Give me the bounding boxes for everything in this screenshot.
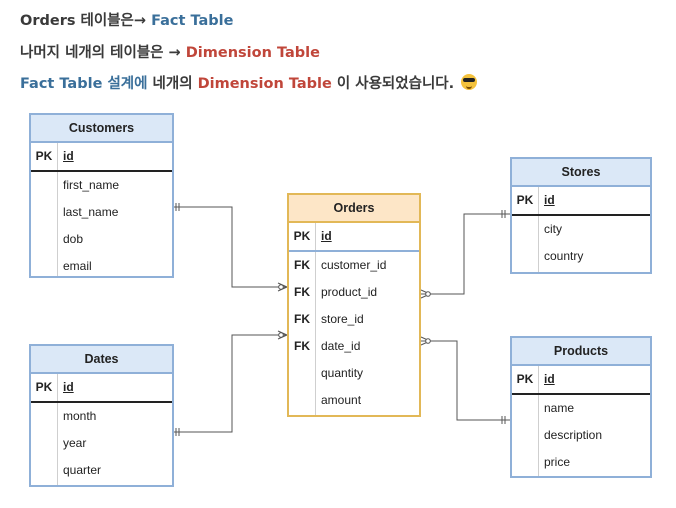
fk-label: FK <box>294 258 310 272</box>
field-row: amount <box>289 387 419 414</box>
field-id: id <box>544 193 555 207</box>
field-first-name: first_name <box>63 178 120 192</box>
fk-row: FK customer_id <box>289 252 419 279</box>
field-row: last_name <box>31 199 172 226</box>
fk-label: FK <box>294 312 310 326</box>
intro-line-3-end: 이 사용되었습니다. <box>331 76 460 92</box>
pk-row: PK id <box>512 187 650 216</box>
field-quantity: quantity <box>321 366 364 380</box>
entity-products: Products PK id name description price <box>510 336 652 478</box>
field-name: name <box>544 401 575 415</box>
entity-title: Orders <box>289 195 419 223</box>
field-row: year <box>31 430 172 457</box>
field-id: id <box>63 149 74 163</box>
field-dob: dob <box>63 232 84 246</box>
field-year: year <box>63 436 87 450</box>
field-quarter: quarter <box>63 463 102 477</box>
field-row: dob <box>31 226 172 253</box>
field-id: id <box>544 372 555 386</box>
field-row: quarter <box>31 457 172 484</box>
field-row: price <box>512 449 650 476</box>
pk-row: PK id <box>31 143 172 172</box>
pk-label: PK <box>516 372 534 386</box>
fact-table-term: Fact Table <box>151 13 234 29</box>
fk-row: FK date_id <box>289 333 419 360</box>
pk-row: PK id <box>512 366 650 395</box>
entity-stores: Stores PK id city country <box>510 157 652 274</box>
dimension-table-term: Dimension Table <box>185 45 320 61</box>
pk-label: PK <box>35 149 53 163</box>
field-row: country <box>512 243 650 270</box>
entity-title: Dates <box>31 346 172 374</box>
entity-orders: Orders PK id FK customer_id FK product_id F… <box>287 193 421 417</box>
field-amount: amount <box>321 393 362 407</box>
intro-line-3: Fact Table 설계에 네개의 Dimension Table 이 사용되… <box>20 72 478 93</box>
link-orders-products <box>421 340 510 421</box>
field-row: city <box>512 216 650 243</box>
relationship-lines <box>174 203 510 436</box>
field-email: email <box>63 259 92 273</box>
entity-title: Products <box>512 338 650 366</box>
fk-row: FK product_id <box>289 279 419 306</box>
field-date-id: date_id <box>321 339 361 353</box>
field-row: name <box>512 395 650 422</box>
link-dates-orders <box>174 334 287 433</box>
intro-line-1-text: Orders 테이블은→ <box>20 13 152 29</box>
fact-table-design-term: Fact Table 설계에 <box>20 76 148 92</box>
field-product-id: product_id <box>321 285 378 299</box>
field-id: id <box>63 380 74 394</box>
field-row: quantity <box>289 360 419 387</box>
field-last-name: last_name <box>63 205 119 219</box>
link-orders-stores <box>421 213 510 295</box>
field-id: id <box>321 229 332 243</box>
entity-dates: Dates PK id month year quarter <box>29 344 174 487</box>
intro-line-3-mid: 네개의 <box>147 76 198 92</box>
intro-line-1: Orders 테이블은→ Fact Table <box>20 9 233 30</box>
field-row: first_name <box>31 172 172 199</box>
entity-title: Stores <box>512 159 650 187</box>
pk-label: PK <box>516 193 534 207</box>
field-row: email <box>31 253 172 280</box>
field-row: description <box>512 422 650 449</box>
field-month: month <box>63 409 97 423</box>
field-description: description <box>544 428 603 442</box>
field-store-id: store_id <box>321 312 364 326</box>
intro-line-2: 나머지 네개의 테이블은 → Dimension Table <box>20 41 320 62</box>
pk-label: PK <box>293 229 311 243</box>
field-city: city <box>544 222 562 236</box>
field-price: price <box>544 455 571 469</box>
field-country: country <box>544 249 584 263</box>
pk-row: PK id <box>31 374 172 403</box>
fk-label: FK <box>294 285 310 299</box>
pk-row: PK id <box>289 223 419 252</box>
field-customer-id: customer_id <box>321 258 387 272</box>
fk-label: FK <box>294 339 310 353</box>
dimension-table-term-2: Dimension Table <box>197 76 332 92</box>
field-row: month <box>31 403 172 430</box>
pk-label: PK <box>35 380 53 394</box>
fk-row: FK store_id <box>289 306 419 333</box>
sunglasses-emoji-icon <box>461 74 478 90</box>
intro-line-2-text: 나머지 네개의 테이블은 → <box>20 45 186 61</box>
entity-title: Customers <box>31 115 172 143</box>
link-customers-orders <box>174 206 287 288</box>
